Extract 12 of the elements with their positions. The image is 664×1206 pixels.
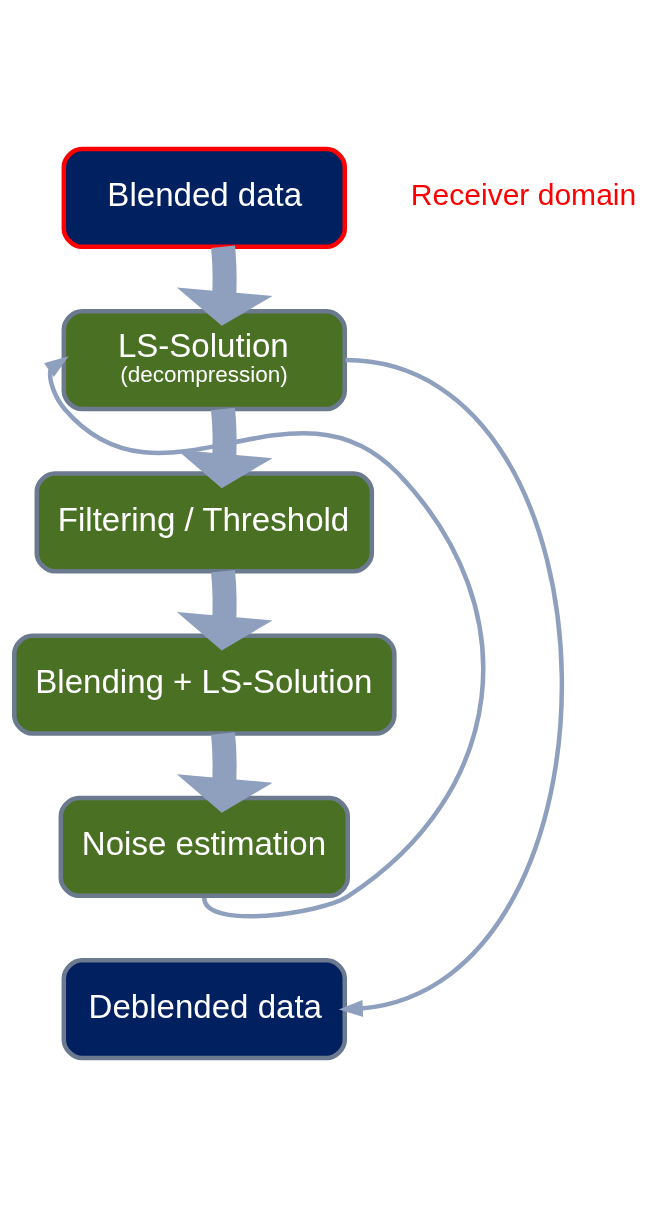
arrow: [176, 569, 273, 650]
node-box: Blended data: [61, 146, 348, 249]
node-box: Blending + LS-Solution: [11, 633, 397, 736]
arrow: [338, 357, 564, 1017]
arrow: [176, 731, 273, 813]
arrow: [176, 245, 273, 326]
node-box: Deblended data: [61, 957, 348, 1060]
node-box: Noise estimation: [58, 795, 351, 898]
arrow: [44, 355, 485, 918]
node-box: LS-Solution (decompression): [61, 308, 348, 411]
node-label: Receiver domain: [410, 177, 637, 211]
node-box: Filtering / Threshold: [34, 470, 375, 573]
